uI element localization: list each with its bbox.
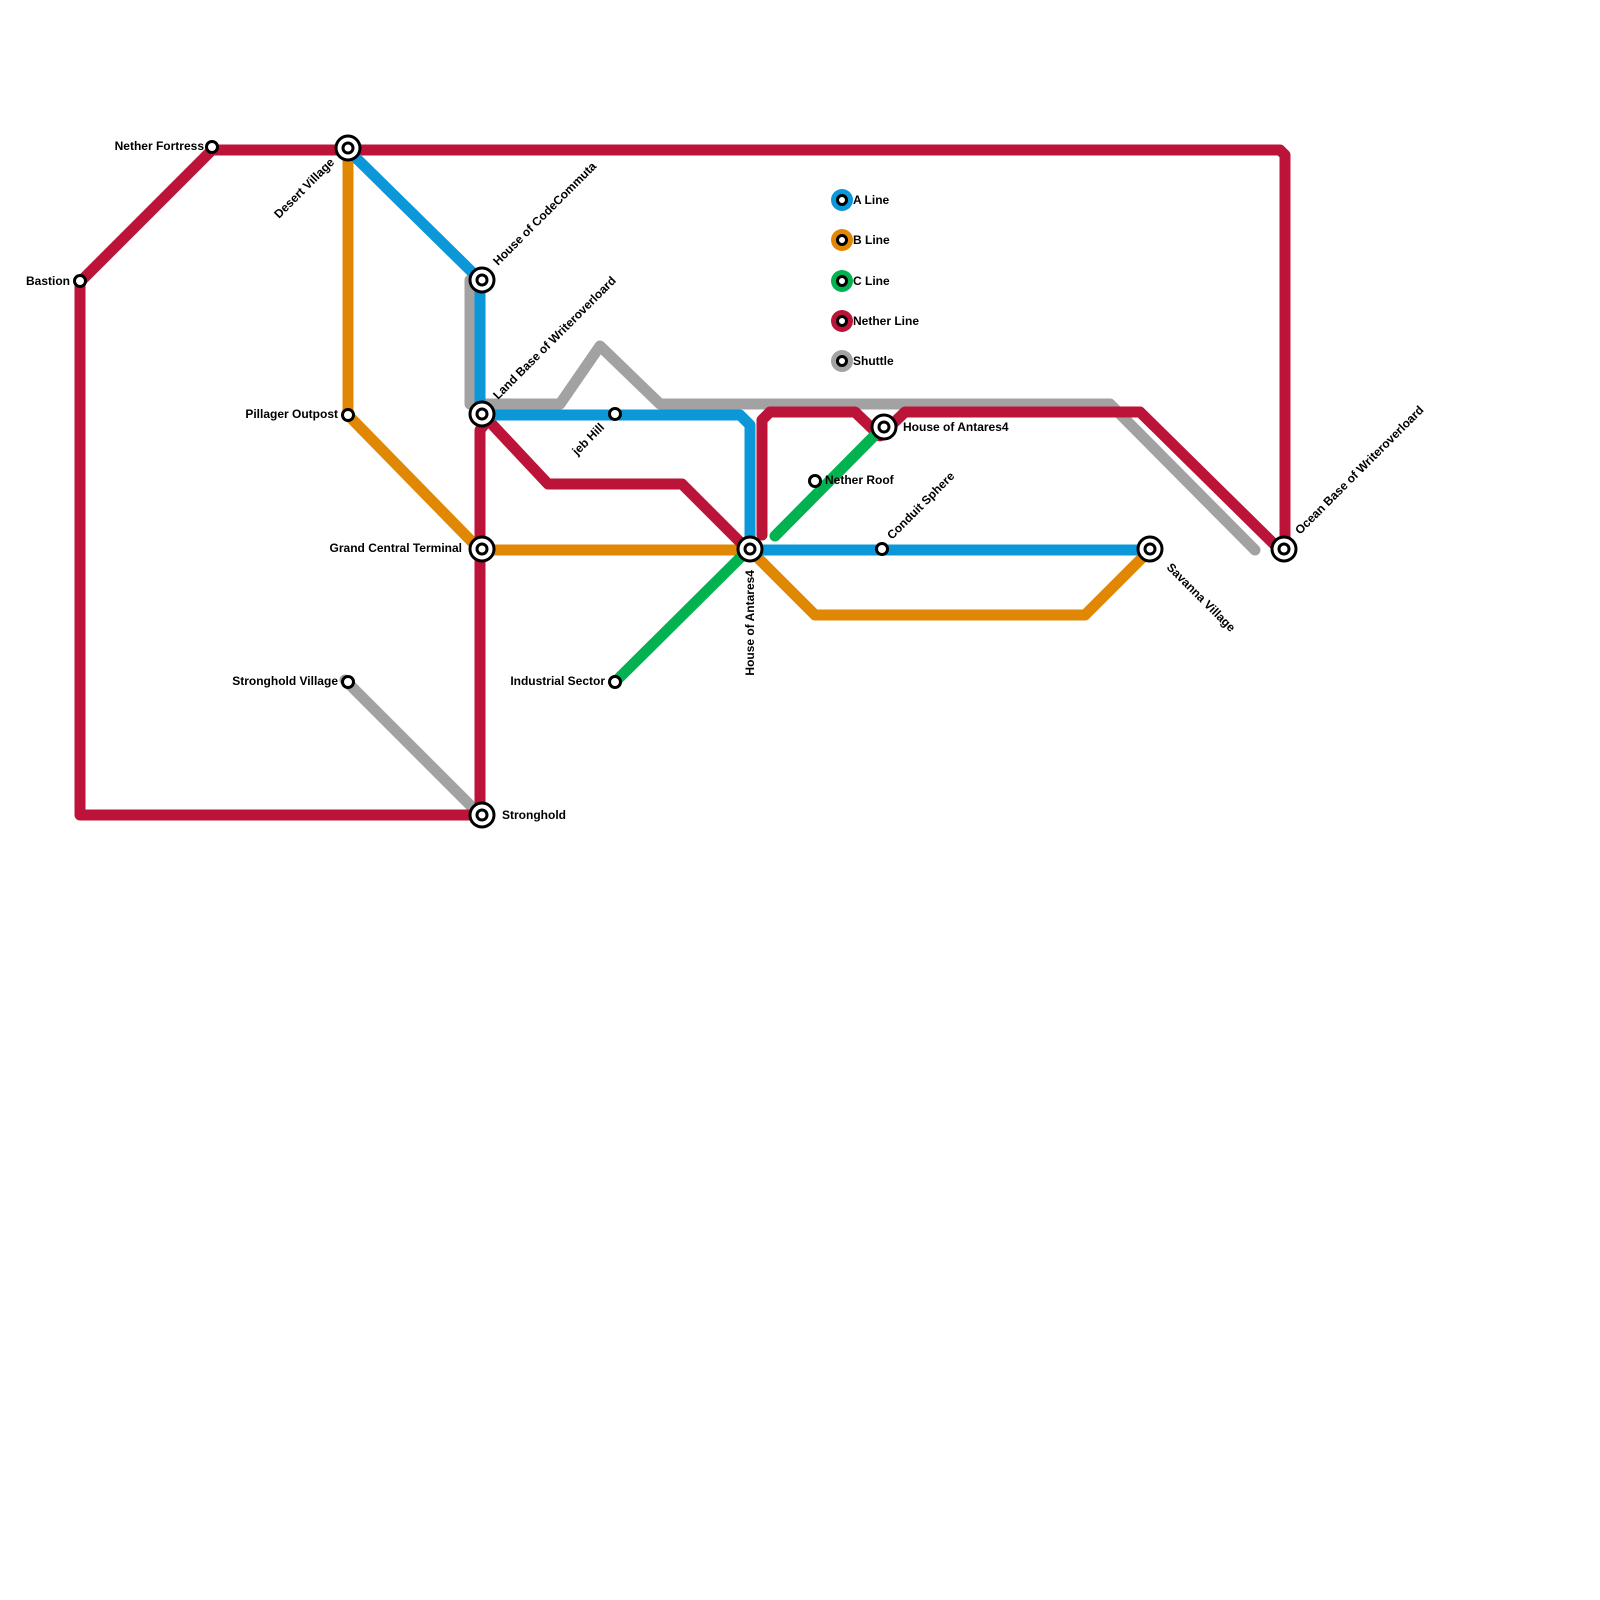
shuttle-route [339, 274, 1261, 821]
label-grand-central-terminal: Grand Central Terminal [330, 541, 462, 555]
station-conduit-sphere[interactable] [875, 542, 889, 556]
nether-line-route [74, 144, 1291, 821]
station-nether-roof[interactable] [808, 474, 822, 488]
c-line-segment-north [769, 424, 886, 542]
interchange-grand-central-terminal[interactable] [468, 535, 496, 563]
interchange-house-of-antares4-upper[interactable] [870, 413, 898, 441]
interchange-ocean-base-of-writeroverloard[interactable] [1270, 535, 1298, 563]
label-land-base-of-writeroverloard: Land Base of Writeroverloard [490, 274, 619, 403]
legend: A Line B Line C Line Nether Line Shuttle [831, 189, 919, 372]
legend-item-b-line: B Line [831, 229, 890, 251]
station-stronghold-village[interactable] [341, 675, 355, 689]
station-jeb-hill[interactable] [608, 407, 622, 421]
label-ocean-base-of-writeroverloard: Ocean Base of Writeroverloard [1292, 403, 1426, 537]
interchange-savanna-village[interactable] [1136, 535, 1164, 563]
legend-label-b-line: B Line [853, 233, 890, 247]
legend-item-nether-line: Nether Line [831, 310, 919, 332]
legend-label-c-line: C Line [853, 274, 890, 288]
label-industrial-sector: Industrial Sector [510, 674, 605, 688]
label-bastion: Bastion [26, 274, 70, 288]
label-jeb-hill: jeb Hill [569, 420, 607, 458]
station-bastion[interactable] [73, 274, 87, 288]
interchange-desert-village[interactable] [334, 134, 362, 162]
label-desert-village: Desert Village [271, 155, 337, 221]
station-pillager-outpost[interactable] [341, 408, 355, 422]
nether-line-east-loop [756, 406, 1286, 556]
shuttle-segment-main [464, 274, 1261, 556]
label-stronghold: Stronghold [502, 808, 566, 822]
label-nether-roof: Nether Roof [825, 473, 895, 487]
legend-item-shuttle: Shuttle [831, 350, 894, 372]
interchange-land-base-of-writeroverloard[interactable] [468, 400, 496, 428]
nether-line-outer-loop [74, 144, 1291, 556]
legend-label-shuttle: Shuttle [853, 354, 894, 368]
label-pillager-outpost: Pillager Outpost [245, 407, 338, 421]
interchange-house-of-antares4-lower[interactable] [736, 535, 764, 563]
label-conduit-sphere: Conduit Sphere [884, 469, 957, 542]
legend-item-c-line: C Line [831, 270, 890, 292]
c-line-route [609, 424, 886, 688]
c-line-segment-south [609, 544, 754, 688]
legend-label-a-line: A Line [853, 193, 890, 207]
label-nether-fortress: Nether Fortress [115, 139, 205, 153]
label-savanna-village: Savanna Village [1164, 560, 1239, 635]
legend-label-nether-line: Nether Line [853, 314, 919, 328]
shuttle-segment-stronghold [339, 674, 486, 821]
interchange-house-of-codecommuta[interactable] [468, 266, 496, 294]
label-house-of-codecommuta: House of CodeCommuta [490, 159, 599, 268]
label-house-of-antares4-lower: House of Antares4 [743, 570, 757, 676]
station-industrial-sector[interactable] [608, 675, 622, 689]
label-stronghold-village: Stronghold Village [232, 674, 338, 688]
legend-item-a-line: A Line [831, 189, 890, 211]
station-nether-fortress[interactable] [205, 140, 219, 154]
label-house-of-antares4-upper: House of Antares4 [903, 420, 1009, 434]
interchange-stronghold[interactable] [468, 801, 496, 829]
